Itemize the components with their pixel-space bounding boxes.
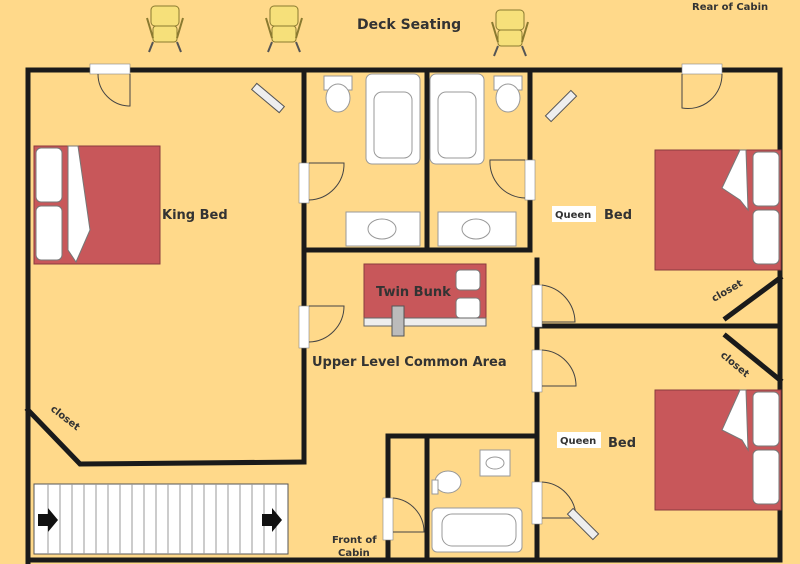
stairs [33,483,289,555]
bathroom-right [429,73,523,247]
door-openings [89,63,723,541]
queen-top-bed-label: Bed [604,208,632,223]
deck-chair-2 [265,5,303,53]
common-area-label: Upper Level Common Area [312,355,507,370]
queen-bottom-tag-bg [557,432,601,448]
window-slats [250,82,600,541]
queen-bottom-tag: Queen [560,436,596,447]
deck-chair-3 [491,9,529,57]
door-swings [97,73,723,533]
front-of-cabin-label-1: Front of [332,535,377,546]
closet-label-upper-right: closet [710,278,745,305]
stairs-arrow-left [38,508,58,532]
bathroom-left [323,73,421,247]
queen-bed-bottom [654,389,782,511]
king-bed-label: King Bed [162,208,228,223]
queen-top-tag: Queen [555,210,591,221]
bathroom-bottom [431,449,523,553]
deck-chair-1 [146,5,184,53]
rear-of-cabin-label: Rear of Cabin [692,2,768,13]
queen-bottom-bed-label: Bed [608,436,636,451]
king-bed [33,145,161,265]
queen-top-tag-bg [552,206,596,222]
twin-bunk-label: Twin Bunk [376,285,451,300]
front-of-cabin-label-2: Cabin [338,548,370,559]
deck-seating-label: Deck Seating [357,17,461,33]
twin-bunk [363,263,487,337]
closet-label-left: closet [48,404,82,434]
stairs-arrow-right [262,508,282,532]
queen-bed-top [654,149,782,271]
